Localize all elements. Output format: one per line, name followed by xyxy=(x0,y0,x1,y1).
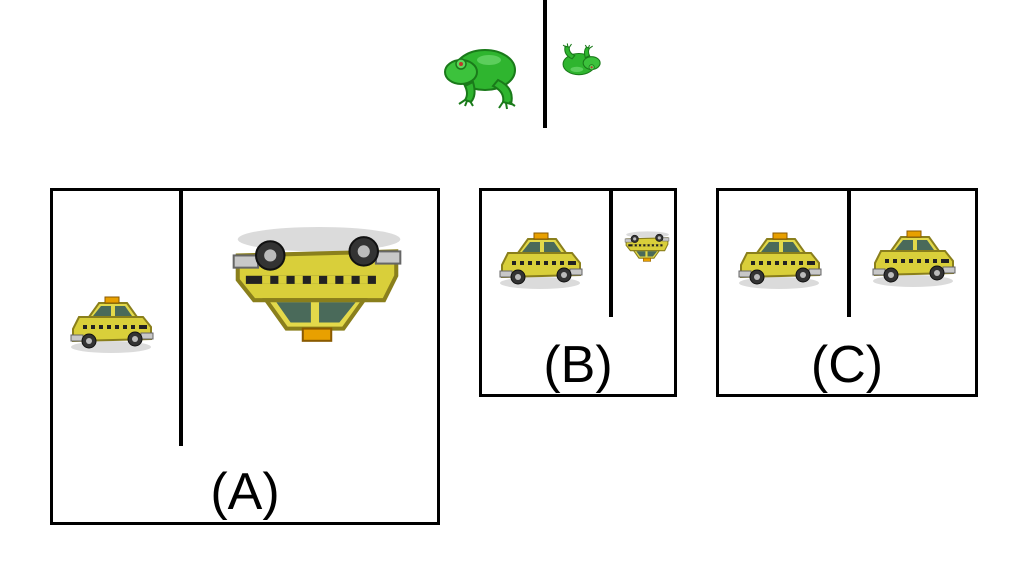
option-b-panel[interactable]: (B) xyxy=(479,188,677,397)
divider-line xyxy=(847,191,851,317)
divider-line xyxy=(609,191,613,317)
option-label: (C) xyxy=(810,336,884,394)
option-c-panel[interactable]: (C) xyxy=(716,188,978,397)
frog-icon xyxy=(444,49,516,110)
divider-line xyxy=(179,191,183,446)
taxi-icon xyxy=(872,230,956,288)
option-a-panel[interactable]: (A) xyxy=(50,188,440,525)
option-label: (A) xyxy=(210,463,280,521)
taxi-icon xyxy=(624,230,670,262)
divider-line xyxy=(543,0,547,128)
taxi-icon xyxy=(70,296,154,354)
taxi-icon xyxy=(229,227,405,353)
taxi-icon xyxy=(738,232,822,290)
frog-icon xyxy=(562,42,601,76)
option-label: (B) xyxy=(543,336,613,394)
taxi-icon xyxy=(499,232,583,290)
